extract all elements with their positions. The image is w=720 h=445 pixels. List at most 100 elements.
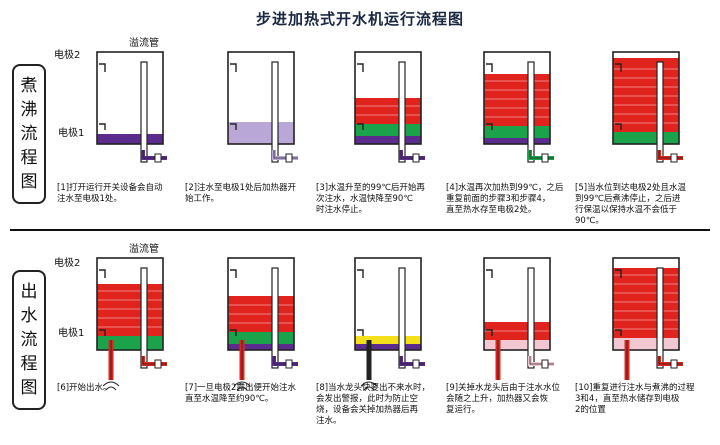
electrode1-label-bottom: 电极1 <box>58 328 85 339</box>
tank-7-water-layer-2 <box>228 332 294 344</box>
tank-8-electrode1-icon <box>357 329 364 336</box>
tank-7-water-layer-1 <box>228 344 294 350</box>
tank-10-electrode2-icon <box>615 269 622 278</box>
tank-1-overflow-pipe <box>140 61 148 163</box>
tank-8-outline <box>354 257 422 351</box>
section-label-dispense-char: 图 <box>20 378 38 398</box>
tank-6-water-layer-2 <box>97 284 163 336</box>
step-caption-8: [8]当水龙头快要出不来水时， 会发出警报，此时为防止空 烧，设备会关掉加热器后… <box>316 383 431 426</box>
step-caption-5: [5]当水位到达电极2处且水温 到99℃后煮沸停止，之后进 行保温以保持水温不会… <box>575 183 686 226</box>
tank-3-electrode1-icon <box>357 123 364 130</box>
tank-3-water-layer-2 <box>355 124 421 136</box>
tank-4-outline <box>483 51 551 145</box>
overflow-label-bottom: 溢流管 <box>129 244 159 255</box>
tank-10-electrode1-icon <box>615 329 622 336</box>
tank-6-valve-icon <box>154 359 162 369</box>
section-label-dispense-char: 水 <box>20 306 38 326</box>
tank-8-water-layer-2 <box>355 336 421 344</box>
section-label-dispense: 出水流程图 <box>12 270 46 410</box>
tank-3-water-layer-1 <box>355 136 421 144</box>
tank-8-tap-flow-icon <box>360 381 378 391</box>
overflow-label-top: 溢流管 <box>129 38 159 49</box>
tank-9-electrode2-icon <box>486 269 493 278</box>
tank-1-valve-icon <box>154 153 162 163</box>
tank-7-outline <box>227 257 295 351</box>
tank-1-water-layer-1 <box>97 134 163 144</box>
page-title: 步进加热式开水机运行流程图 <box>255 10 464 28</box>
section-divider <box>10 229 710 231</box>
tank-3-outline <box>354 51 422 145</box>
tank-8-overflow-pipe <box>398 267 406 369</box>
tank-7-tap-flow-icon <box>233 381 251 391</box>
tank-9-outline <box>483 257 551 351</box>
tank-7-valve-icon <box>285 359 293 369</box>
tank-5-electrode1-icon <box>615 123 622 130</box>
tank-9-overflow-pipe <box>527 267 535 369</box>
tank-3-valve-icon <box>412 153 420 163</box>
section-label-boil-char: 煮 <box>20 76 38 96</box>
tank-9-valve-icon <box>541 359 549 369</box>
tank-10-outline <box>612 257 680 351</box>
tank-5-water-layer-2 <box>613 58 679 132</box>
section-label-dispense-char: 流 <box>20 330 38 350</box>
step-caption-4: [4]水温再次加热到99℃，之后 重复前面的步骤3和步骤4， 直至热水存至电极2… <box>446 183 564 215</box>
tank-6-outline <box>96 257 164 351</box>
tank-8-water-layer-1 <box>355 344 421 350</box>
title-bar: 步进加热式开水机运行流程图 <box>0 0 720 34</box>
step-caption-7: [7]一旦电极2露出便开始注水 直至水温降至约90℃。 <box>185 383 296 404</box>
tank-4-water-layer-2 <box>484 126 550 138</box>
step-caption-10: [10]重复进行注水与煮沸的过程 3和4，直至热水储存到电极 2的位置 <box>575 383 695 415</box>
tank-7-electrode2-icon <box>230 269 237 278</box>
tank-2-water-layer-1 <box>228 122 294 144</box>
tank-10-water-layer-1 <box>613 338 679 350</box>
tank-2-overflow-pipe <box>271 61 279 163</box>
tank-4-overflow-pipe <box>527 61 535 163</box>
tank-5-water-layer-1 <box>613 132 679 144</box>
tank-6-water-layer-1 <box>97 336 163 350</box>
tank-10-valve-icon <box>670 359 678 369</box>
tank-1-electrode2-icon <box>99 63 106 72</box>
section-label-boil-char: 程 <box>20 148 38 168</box>
tank-9-water-layer-1 <box>484 340 550 350</box>
step-caption-6: [6]开始出水。 <box>57 383 112 393</box>
electrode2-label-bottom: 电极2 <box>54 258 81 269</box>
tank-2-outline <box>227 51 295 145</box>
tank-4-water-layer-3 <box>484 74 550 126</box>
tank-7-electrode1-icon <box>230 329 237 336</box>
tank-10-overflow-pipe <box>656 267 664 369</box>
tank-5-electrode2-icon <box>615 63 622 72</box>
tank-10-water-layer-2 <box>613 268 679 338</box>
tank-2-electrode1-icon <box>230 123 237 130</box>
tank-1-electrode1-icon <box>99 123 106 130</box>
tank-5-outline <box>612 51 680 145</box>
tank-8-valve-icon <box>412 359 420 369</box>
tank-8-electrode2-icon <box>357 269 364 278</box>
tank-4-electrode2-icon <box>486 63 493 72</box>
tank-1-outline <box>96 51 164 145</box>
tank-3-electrode2-icon <box>357 63 364 72</box>
step-caption-2: [2]注水至电极1处后加热器开 始工作。 <box>185 183 296 204</box>
section-label-dispense-char: 程 <box>20 354 38 374</box>
tank-6-tap-flow-icon <box>102 381 120 391</box>
tank-4-valve-icon <box>541 153 549 163</box>
step-caption-1: [1]打开运行开关设备会自动 注水至电极1处。 <box>57 183 163 204</box>
section-label-boil-char: 流 <box>20 124 38 144</box>
tank-5-valve-icon <box>670 153 678 163</box>
section-label-boil: 煮沸流程图 <box>12 64 46 204</box>
electrode2-label-top: 电极2 <box>54 50 81 61</box>
tank-2-electrode2-icon <box>230 63 237 72</box>
tank-7-overflow-pipe <box>271 267 279 369</box>
tank-4-water-layer-1 <box>484 138 550 144</box>
tank-3-overflow-pipe <box>398 61 406 163</box>
tank-6-electrode2-icon <box>99 269 106 278</box>
tank-9-electrode1-icon <box>486 329 493 336</box>
electrode1-label-top: 电极1 <box>58 128 85 139</box>
section-label-boil-char: 图 <box>20 172 38 192</box>
tank-3-water-layer-3 <box>355 98 421 124</box>
tank-6-overflow-pipe <box>140 267 148 369</box>
tank-5-overflow-pipe <box>656 61 664 163</box>
tank-2-valve-icon <box>285 153 293 163</box>
section-label-boil-char: 沸 <box>20 100 38 120</box>
tank-6-electrode1-icon <box>99 329 106 336</box>
